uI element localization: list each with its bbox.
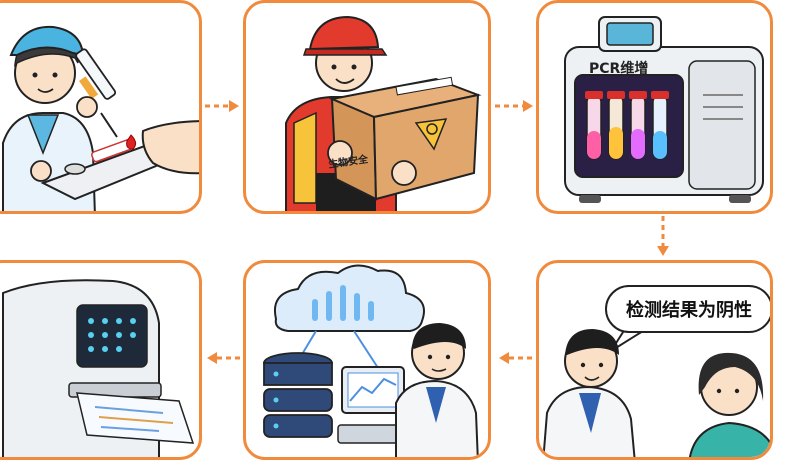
sample-collection-illustration bbox=[2, 25, 199, 211]
flow-arrow-1 bbox=[205, 100, 239, 112]
panel-pcr: PCR维增 bbox=[536, 0, 773, 214]
pcr-machine-illustration bbox=[564, 16, 764, 203]
panel-sample-collection bbox=[0, 0, 202, 214]
transport-illustration bbox=[285, 15, 482, 211]
flow-arrow-2 bbox=[495, 100, 533, 112]
server-icon bbox=[263, 352, 333, 438]
printer-illustration bbox=[2, 279, 195, 457]
biohazard-icon bbox=[414, 118, 448, 151]
panel-cloud-upload bbox=[243, 260, 491, 460]
pcr-machine-label: PCR维增 bbox=[589, 61, 649, 77]
flow-arrow-3 bbox=[657, 216, 669, 256]
flow-arrow-4 bbox=[499, 352, 535, 364]
printer-icon bbox=[2, 279, 195, 457]
cloud-icon bbox=[274, 264, 425, 332]
panel-transport: 生物安全 bbox=[243, 0, 491, 214]
flow-arrow-5 bbox=[207, 352, 241, 364]
result-illustration bbox=[542, 327, 770, 457]
result-speech-bubble: 检测结果为阴性 bbox=[605, 285, 770, 333]
panel-result: 检测结果为阴性 bbox=[536, 260, 773, 460]
panel-report-print bbox=[0, 260, 202, 460]
syringe-icon bbox=[75, 48, 118, 138]
cloud-data-illustration bbox=[263, 264, 479, 457]
monitor-icon bbox=[337, 366, 413, 444]
